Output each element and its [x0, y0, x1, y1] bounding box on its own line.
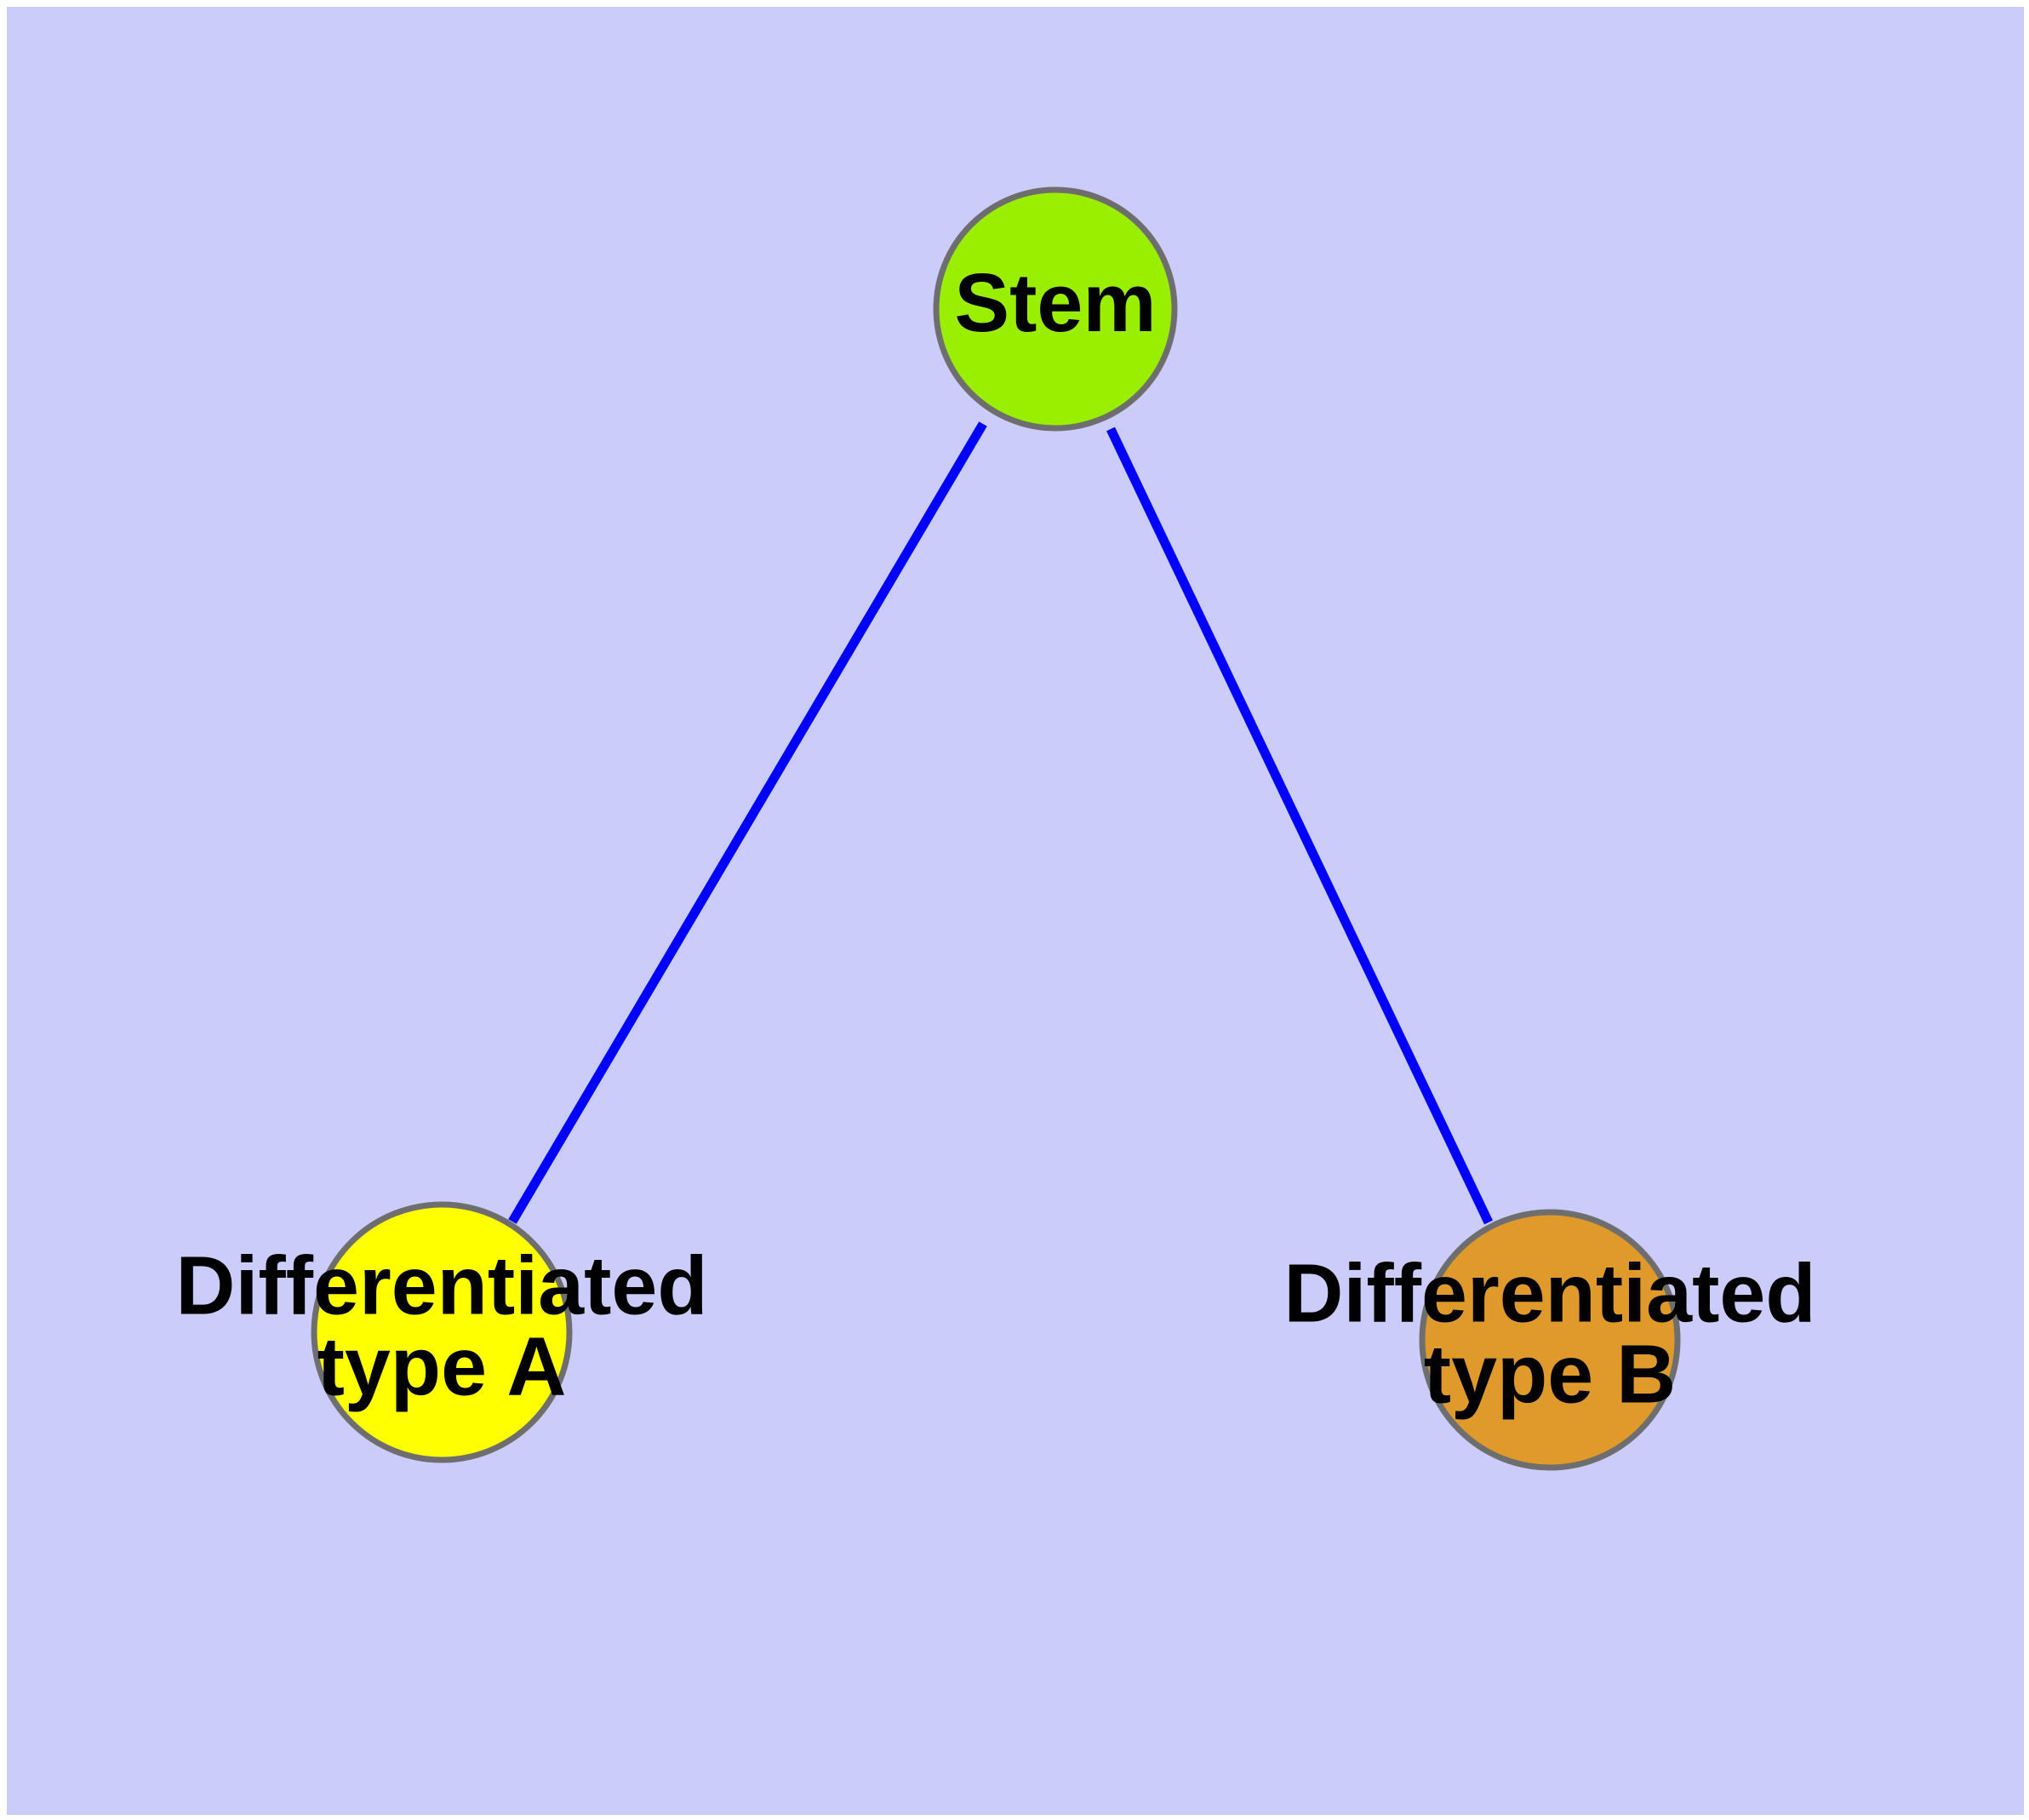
graph-node-label-line: Differentiated [1283, 1246, 1815, 1339]
graph-node-diff_a[interactable] [311, 1201, 573, 1463]
graph-node-label-line: type A [317, 1319, 567, 1412]
graph-node-diff_b[interactable] [1419, 1209, 1681, 1471]
edges-layer [508, 421, 1493, 1225]
graph-node-label-stem: Stem [954, 256, 1156, 349]
graph-edge-stem-to-diff-b[interactable] [1106, 426, 1493, 1225]
graph-node-label-line: Differentiated [175, 1239, 707, 1331]
graph-node-label-line: Stem [954, 256, 1156, 349]
graph-node-label-line: type B [1424, 1327, 1676, 1420]
graph-node-stem[interactable] [933, 186, 1178, 432]
nodes-layer [311, 186, 1681, 1471]
graph-edge-stem-to-diff-a[interactable] [508, 421, 987, 1224]
